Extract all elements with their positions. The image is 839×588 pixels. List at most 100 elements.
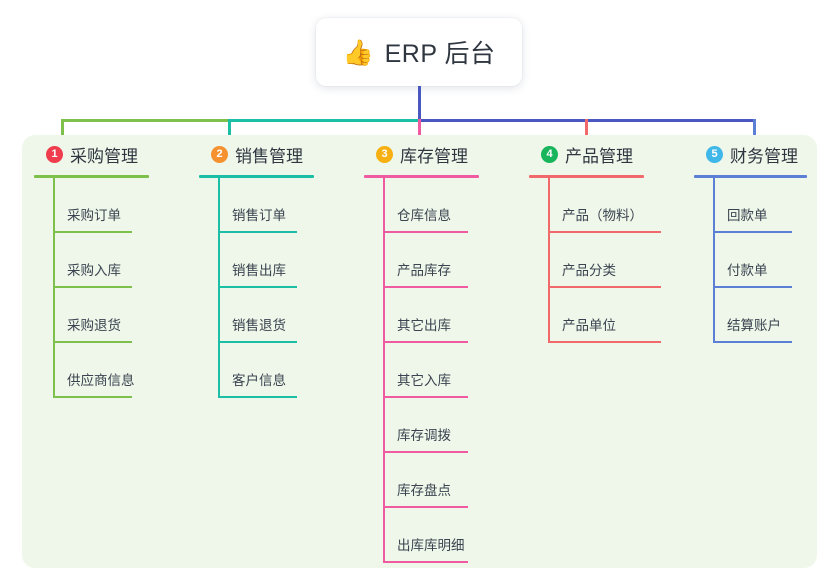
leaf-item-label: 库存盘点 (397, 483, 451, 498)
leaf-item-label: 供应商信息 (67, 373, 135, 388)
column-title-4: 产品管理 (565, 146, 633, 166)
leaf-item[interactable]: 付款单 (694, 233, 807, 288)
leaf-item-rule (383, 451, 468, 453)
column-spine-1 (53, 178, 55, 398)
leaf-item[interactable]: 销售退货 (199, 288, 314, 343)
column-header-3[interactable]: 3 库存管理 (364, 141, 479, 167)
column-header-5[interactable]: 5 财务管理 (694, 141, 807, 167)
column-drop-connector-2 (228, 119, 231, 145)
column-badge-3: 3 (376, 145, 393, 163)
leaf-item-label: 库存调拨 (397, 428, 451, 443)
column-spine-5 (713, 178, 715, 343)
leaf-item-rule (53, 231, 132, 233)
leaf-item[interactable]: 采购退货 (34, 288, 149, 343)
leaf-item-label: 产品（物料） (562, 208, 643, 223)
leaf-item[interactable]: 销售订单 (199, 178, 314, 233)
column-title-3: 库存管理 (400, 146, 468, 166)
column-header-rule-5 (694, 175, 807, 178)
leaf-item[interactable]: 结算账户 (694, 288, 807, 343)
leaf-item-rule (383, 396, 468, 398)
leaf-item-label: 采购订单 (67, 208, 121, 223)
leaf-item-label: 产品单位 (562, 318, 616, 333)
leaf-item-rule (53, 341, 132, 343)
root-trunk-connector (418, 86, 421, 122)
column-items-5: 回款单付款单结算账户 (694, 178, 807, 343)
leaf-item[interactable]: 客户信息 (199, 343, 314, 398)
column-drop-connector-1 (61, 119, 64, 145)
leaf-item-label: 仓库信息 (397, 208, 451, 223)
leaf-item[interactable]: 仓库信息 (364, 178, 479, 233)
leaf-item-rule (218, 231, 297, 233)
root-node-title: ERP 后台 (384, 40, 496, 68)
column-drop-connector-3 (418, 119, 421, 145)
column-header-rule-4 (529, 175, 644, 178)
leaf-item-rule (713, 341, 792, 343)
leaf-item[interactable]: 出库库明细 (364, 508, 479, 563)
column-3: 3 库存管理仓库信息产品库存其它出库其它入库库存调拨库存盘点出库库明细 (364, 141, 479, 563)
leaf-item[interactable]: 采购入库 (34, 233, 149, 288)
leaf-item-label: 采购退货 (67, 318, 121, 333)
column-2: 2 销售管理销售订单销售出库销售退货客户信息 (199, 141, 314, 398)
leaf-item-rule (383, 561, 468, 563)
column-title-2: 销售管理 (235, 146, 303, 166)
leaf-item-label: 其它出库 (397, 318, 451, 333)
leaf-item-rule (53, 396, 132, 398)
leaf-item[interactable]: 产品分类 (529, 233, 661, 288)
leaf-item-label: 付款单 (727, 263, 768, 278)
leaf-item[interactable]: 产品单位 (529, 288, 661, 343)
root-node-erp-backend[interactable]: 👍 ERP 后台 (316, 18, 522, 86)
leaf-item[interactable]: 其它出库 (364, 288, 479, 343)
column-drop-connector-4 (585, 119, 588, 145)
column-badge-1: 1 (46, 145, 63, 163)
bus-segment-green (61, 119, 228, 122)
leaf-item-rule (383, 341, 468, 343)
leaf-item-label: 出库库明细 (397, 538, 465, 553)
leaf-item-label: 结算账户 (727, 318, 781, 333)
leaf-item[interactable]: 销售出库 (199, 233, 314, 288)
leaf-item-label: 其它入库 (397, 373, 451, 388)
leaf-item-label: 销售订单 (232, 208, 286, 223)
leaf-item[interactable]: 产品库存 (364, 233, 479, 288)
leaf-item-label: 产品库存 (397, 263, 451, 278)
column-items-1: 采购订单采购入库采购退货供应商信息 (34, 178, 149, 398)
leaf-item-rule (383, 286, 468, 288)
leaf-item-rule (713, 231, 792, 233)
leaf-item[interactable]: 其它入库 (364, 343, 479, 398)
leaf-item-rule (53, 286, 132, 288)
column-header-rule-3 (364, 175, 479, 178)
bus-segment-teal (228, 119, 418, 122)
diagram-panel (22, 135, 817, 568)
leaf-item-label: 采购入库 (67, 263, 121, 278)
column-badge-5: 5 (706, 145, 723, 163)
column-title-5: 财务管理 (730, 146, 798, 166)
leaf-item-rule (548, 231, 661, 233)
leaf-item-rule (713, 286, 792, 288)
leaf-item-rule (218, 396, 297, 398)
column-drop-connector-5 (753, 119, 756, 145)
column-header-2[interactable]: 2 销售管理 (199, 141, 314, 167)
leaf-item-rule (548, 341, 661, 343)
leaf-item[interactable]: 产品（物料） (529, 178, 661, 233)
leaf-item[interactable]: 采购订单 (34, 178, 149, 233)
leaf-item[interactable]: 回款单 (694, 178, 807, 233)
leaf-item-label: 客户信息 (232, 373, 286, 388)
column-items-3: 仓库信息产品库存其它出库其它入库库存调拨库存盘点出库库明细 (364, 178, 479, 563)
column-header-rule-2 (199, 175, 314, 178)
column-items-2: 销售订单销售出库销售退货客户信息 (199, 178, 314, 398)
leaf-item-rule (548, 286, 661, 288)
leaf-item[interactable]: 供应商信息 (34, 343, 149, 398)
leaf-item-label: 销售退货 (232, 318, 286, 333)
leaf-item[interactable]: 库存调拨 (364, 398, 479, 453)
column-badge-2: 2 (211, 145, 228, 163)
leaf-item-rule (218, 341, 297, 343)
thumbs-up-icon: 👍 (342, 37, 374, 67)
column-spine-4 (548, 178, 550, 343)
leaf-item-label: 产品分类 (562, 263, 616, 278)
column-spine-3 (383, 178, 385, 563)
leaf-item[interactable]: 库存盘点 (364, 453, 479, 508)
column-spine-2 (218, 178, 220, 398)
